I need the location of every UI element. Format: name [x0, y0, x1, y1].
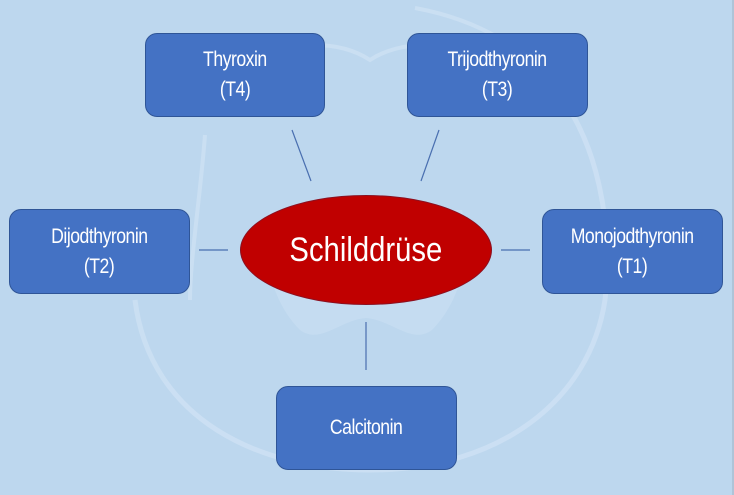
connector-t4 — [291, 129, 312, 182]
connector-t3 — [420, 129, 440, 182]
node-dijodthyronin-abbr: (T2) — [84, 254, 115, 278]
node-trijodthyronin-abbr: (T3) — [482, 78, 513, 101]
node-monojodthyronin-name: Monojodthyronin — [571, 224, 694, 248]
center-node-schilddruese[interactable]: Schilddrüse — [240, 195, 492, 305]
node-trijodthyronin-name: Trijodthyronin — [447, 48, 548, 71]
connectors — [199, 129, 530, 370]
node-thyroxin[interactable]: Thyroxin (T4) — [145, 33, 325, 117]
node-monojodthyronin-abbr: (T1) — [617, 254, 648, 278]
center-node-label: Schilddrüse — [289, 230, 443, 269]
node-monojodthyronin[interactable]: Monojodthyronin (T1) — [542, 209, 723, 294]
node-dijodthyronin[interactable]: Dijodthyronin (T2) — [9, 209, 190, 294]
node-dijodthyronin-name: Dijodthyronin — [51, 224, 148, 248]
node-thyroxin-abbr: (T4) — [219, 78, 251, 101]
node-calcitonin[interactable]: Calcitonin — [276, 386, 457, 470]
node-thyroxin-name: Thyroxin — [203, 48, 267, 71]
right-edge-border — [732, 0, 734, 495]
node-trijodthyronin[interactable]: Trijodthyronin (T3) — [407, 33, 588, 117]
node-calcitonin-name: Calcitonin — [330, 416, 403, 439]
